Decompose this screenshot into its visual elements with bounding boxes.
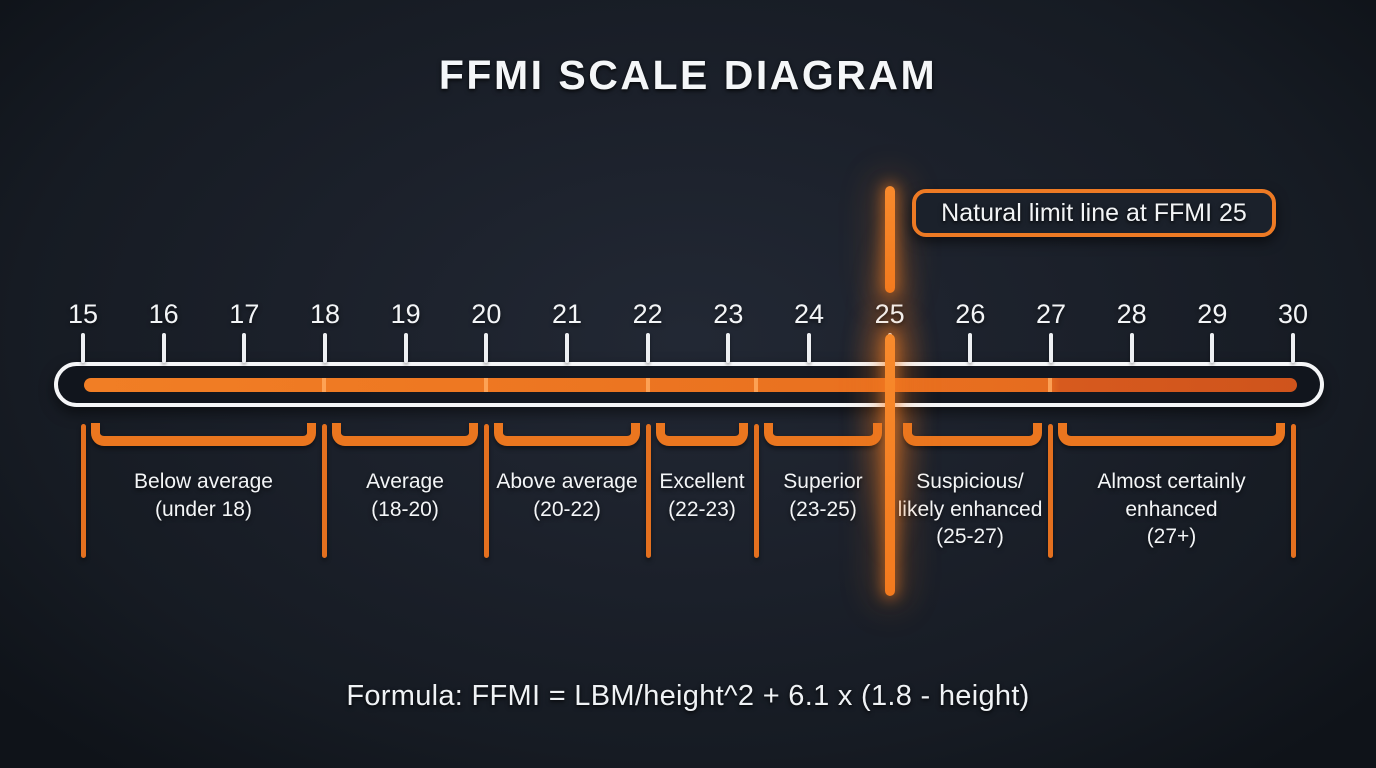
region-bracket-superior xyxy=(764,423,882,446)
tick-mark-17 xyxy=(242,333,247,363)
tick-label-15: 15 xyxy=(67,299,99,329)
region-label-below-average: Below average (under 18) xyxy=(83,468,324,523)
natural-limit-callout: Natural limit line at FFMI 25 xyxy=(912,189,1276,237)
tick-label-24: 24 xyxy=(793,299,825,329)
region-label-suspicious: Suspicious/likely enhanced (25-27) xyxy=(890,468,1050,551)
region-divider xyxy=(753,424,759,558)
tick-label-29: 29 xyxy=(1197,299,1228,329)
tick-mark-15 xyxy=(81,333,85,363)
region-label-line: (under 18) xyxy=(155,497,252,521)
tick-mark-16 xyxy=(161,333,166,363)
region-bracket-almost-certainly xyxy=(1058,423,1285,446)
tick-label-22: 22 xyxy=(632,299,663,329)
region-label-line: (20-22) xyxy=(533,497,601,521)
tick-label-20: 20 xyxy=(471,299,502,329)
bar-notch xyxy=(754,378,758,392)
region-label-line: (18-20) xyxy=(371,497,439,521)
region-label-superior: Superior (23-25) xyxy=(756,468,890,523)
region-bracket-average xyxy=(332,423,478,446)
tick-mark-18 xyxy=(323,333,327,363)
region-label-line: Superior xyxy=(783,470,863,493)
region-label-line: Almost certainly xyxy=(1097,470,1246,493)
tick-label-19: 19 xyxy=(390,299,421,329)
natural-limit-line-top xyxy=(885,186,895,293)
region-bracket-above-average xyxy=(494,423,640,446)
region-divider xyxy=(1047,424,1053,558)
bar-notch xyxy=(1048,378,1052,392)
scale-bar xyxy=(84,378,1297,392)
region-bracket-excellent xyxy=(656,423,748,446)
tick-mark-24 xyxy=(807,333,811,363)
tick-mark-20 xyxy=(484,333,489,363)
tick-mark-22 xyxy=(645,333,650,363)
natural-limit-callout-label: Natural limit line at FFMI 25 xyxy=(941,198,1247,227)
region-label-line: Average xyxy=(366,470,444,493)
region-label-above-average: Above average (20-22) xyxy=(486,468,648,523)
region-label-line: likely enhanced xyxy=(897,497,1043,521)
tick-mark-23 xyxy=(726,333,731,363)
region-label-line: (25-27) xyxy=(936,525,1004,548)
tick-mark-27 xyxy=(1049,333,1053,363)
tick-label-23: 23 xyxy=(713,299,744,329)
region-label-line: Above average xyxy=(496,470,638,493)
tick-label-25: 25 xyxy=(874,299,905,329)
tick-mark-30 xyxy=(1291,333,1295,363)
region-label-line: Excellent xyxy=(659,470,745,493)
region-label-line: Below average xyxy=(134,470,273,493)
tick-label-27: 27 xyxy=(1035,299,1067,329)
bar-notch xyxy=(484,378,488,392)
tick-label-21: 21 xyxy=(551,299,583,329)
tick-mark-21 xyxy=(565,333,569,363)
page-title: FFMI SCALE DIAGRAM xyxy=(438,52,938,98)
tick-label-17: 17 xyxy=(229,299,260,329)
tick-label-18: 18 xyxy=(309,299,341,329)
tick-mark-29 xyxy=(1210,333,1215,363)
region-label-line: (23-25) xyxy=(789,497,857,521)
formula-text: Formula: FFMI = LBM/height^2 + 6.1 x (1.… xyxy=(346,680,1030,712)
tick-label-30: 30 xyxy=(1277,299,1309,329)
region-divider xyxy=(483,424,489,558)
tick-label-26: 26 xyxy=(955,299,986,329)
region-bracket-below-average xyxy=(91,423,316,446)
region-label-line: (22-23) xyxy=(668,497,736,521)
region-label-line: Suspicious/ xyxy=(916,470,1024,493)
region-label-line: enhanced xyxy=(1125,497,1218,521)
region-label-line: (27+) xyxy=(1146,525,1197,548)
bar-notch xyxy=(646,378,650,392)
region-divider xyxy=(321,424,327,558)
region-divider xyxy=(645,424,651,558)
region-label-excellent: Excellent (22-23) xyxy=(648,468,756,523)
region-bracket-suspicious xyxy=(903,423,1042,446)
region-divider xyxy=(80,424,86,558)
bar-notch xyxy=(322,378,326,392)
natural-limit-line-bottom xyxy=(885,334,895,596)
tick-mark-26 xyxy=(968,333,973,363)
region-label-almost-certainly: Almost certainly enhanced (27+) xyxy=(1050,468,1293,551)
tick-label-28: 28 xyxy=(1116,299,1147,329)
tick-mark-19 xyxy=(403,333,408,363)
region-label-average: Average (18-20) xyxy=(324,468,486,523)
region-divider xyxy=(1290,424,1296,558)
tick-label-16: 16 xyxy=(148,299,179,329)
tick-mark-28 xyxy=(1129,333,1134,363)
